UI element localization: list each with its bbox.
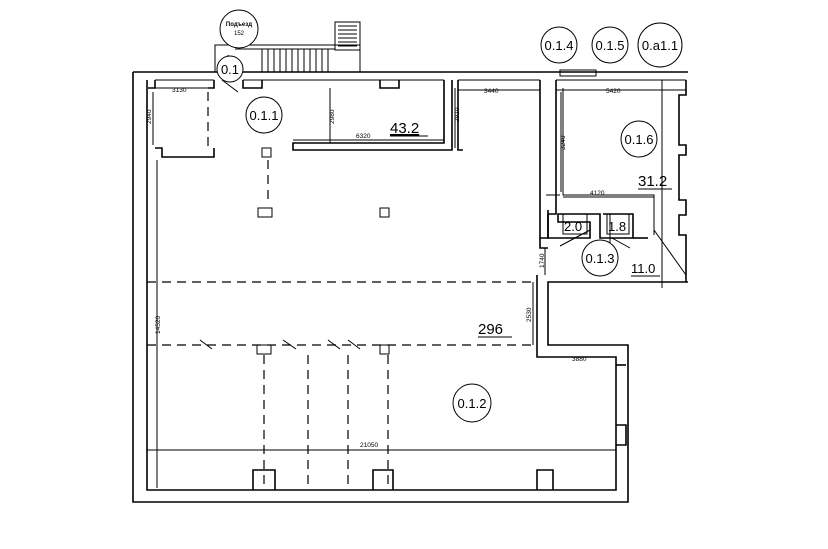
dim-2910: 2910 — [454, 107, 461, 122]
room-labels: Подъезд 152 0.1 0.1.1 0.1.4 0.1.5 0.a1.1… — [216, 9, 683, 423]
dim-4120: 4120 — [590, 190, 605, 197]
area-11-0: 11.0 — [631, 261, 655, 276]
svg-text:0.1.2: 0.1.2 — [458, 396, 487, 411]
svg-text:0.1.6: 0.1.6 — [625, 132, 654, 147]
room-0-1-5: 0.1.5 — [591, 26, 629, 64]
dim-21050: 21050 — [360, 442, 378, 449]
dim-2980: 2980 — [329, 109, 336, 124]
dimension-lines — [147, 87, 686, 488]
room-0-1-1: 0.1.1 — [245, 96, 283, 134]
room-0-a1-1: 0.a1.1 — [637, 22, 683, 68]
area-31-2: 31.2 — [638, 173, 667, 190]
svg-text:0.1.3: 0.1.3 — [586, 251, 615, 266]
area-2-0: 2.0 — [564, 219, 582, 234]
room-0-1: 0.1 — [216, 55, 244, 83]
room-0-1-2: 0.1.2 — [452, 383, 492, 423]
dimension-labels: 3130 2940 2980 6320 2910 3440 5420 3240 … — [146, 87, 621, 449]
room-0-1-3: 0.1.3 — [581, 239, 619, 277]
entrance-stairs — [214, 21, 361, 73]
dim-3880: 3880 — [572, 356, 587, 363]
area-1-8: 1.8 — [608, 219, 626, 234]
svg-text:0.1: 0.1 — [221, 62, 239, 77]
svg-text:0.a1.1: 0.a1.1 — [642, 38, 678, 53]
dim-2530: 2530 — [526, 307, 533, 322]
entrance-label-line1: Подъезд — [226, 22, 252, 28]
room-0-1-4: 0.1.4 — [540, 26, 578, 64]
svg-text:0.1.1: 0.1.1 — [250, 108, 279, 123]
entrance-label-line2: 152 — [234, 31, 245, 37]
dim-3240: 3240 — [560, 135, 567, 150]
dim-3130: 3130 — [172, 87, 187, 94]
interior-walls — [148, 69, 687, 355]
entrance-marker: Подъезд 152 — [219, 9, 259, 49]
dim-2940: 2940 — [146, 109, 153, 124]
dim-1740: 1740 — [539, 253, 546, 268]
svg-text:0.1.5: 0.1.5 — [596, 38, 625, 53]
dim-6320: 6320 — [356, 133, 371, 140]
dashed-partitions — [147, 79, 631, 490]
dim-5420: 5420 — [606, 88, 621, 95]
area-296: 296 — [478, 321, 503, 338]
area-labels: 43.2 296 31.2 11.0 2.0 1.8 — [390, 120, 672, 338]
room-0-1-6: 0.1.6 — [620, 120, 658, 158]
svg-text:0.1.4: 0.1.4 — [545, 38, 574, 53]
dim-3440: 3440 — [484, 88, 499, 95]
dim-14520: 14520 — [155, 316, 162, 334]
area-43-2: 43.2 — [390, 120, 419, 137]
